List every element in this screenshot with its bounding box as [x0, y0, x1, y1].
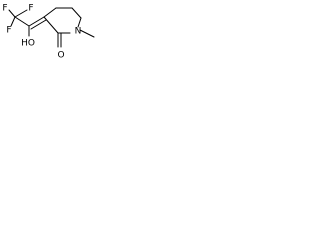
bond-cf3-f-left	[8, 9, 16, 18]
bond-exocyclic-double-1	[28, 16, 45, 27]
atom-label-fluorine-left: F	[2, 4, 7, 14]
atom-label-fluorine-right: F	[28, 4, 33, 14]
bond-cf3-f-down	[10, 16, 16, 27]
bond-exocyclic-double-2	[30, 19, 47, 30]
atom-label-hydroxyl: HO	[21, 39, 35, 49]
atom-label-nitrogen: N	[75, 27, 82, 37]
bond-n-methyl	[79, 29, 95, 38]
bond-ring-c2-c3	[43, 16, 59, 34]
bond-ring-c5-c6	[71, 7, 82, 19]
bond-cf3-enol-carbon	[14, 16, 30, 27]
bond-ring-c3-c4	[43, 7, 57, 18]
chemical-structure-diagram: F F F HO O N	[2, 4, 95, 61]
bond-ring-c6-n	[77, 17, 82, 28]
atom-label-fluorine-down: F	[6, 26, 11, 36]
atom-label-carbonyl-oxygen: O	[57, 51, 64, 61]
bond-cf3-f-right	[14, 9, 28, 18]
